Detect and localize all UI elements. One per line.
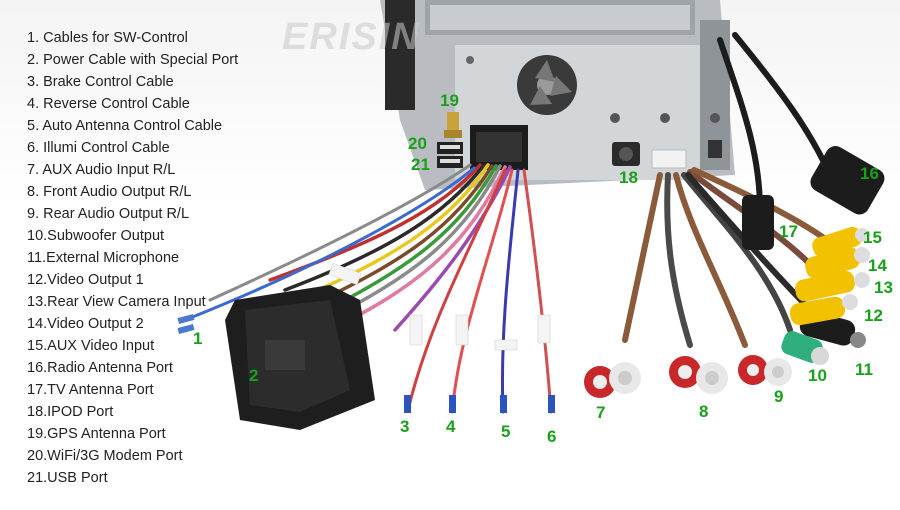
head-unit-chassis bbox=[380, 0, 735, 190]
legend-item: 2. Power Cable with Special Port bbox=[27, 52, 239, 68]
legend-item: 17.TV Antenna Port bbox=[27, 382, 154, 398]
legend-item: 6. Illumi Control Cable bbox=[27, 140, 170, 156]
callout-4: 4 bbox=[446, 417, 456, 436]
radio-antenna-plug bbox=[810, 146, 885, 215]
usb-ports bbox=[437, 142, 463, 168]
control-wires bbox=[406, 168, 553, 414]
cooling-fan bbox=[517, 55, 577, 115]
tv-antenna-plug bbox=[742, 195, 774, 250]
callout-6: 6 bbox=[547, 427, 557, 446]
legend-item: 12.Video Output 1 bbox=[27, 272, 144, 288]
power-connector-block bbox=[225, 285, 375, 430]
main-connector bbox=[470, 125, 528, 170]
wire-tips bbox=[177, 314, 555, 413]
callout-5: 5 bbox=[501, 422, 511, 441]
legend-item: 21.USB Port bbox=[27, 470, 108, 486]
legend-item: 1. Cables for SW-Control bbox=[27, 30, 188, 46]
callout-18: 18 bbox=[619, 168, 638, 187]
callout-8: 8 bbox=[699, 402, 709, 421]
callout-9: 9 bbox=[774, 387, 784, 406]
legend-item: 4. Reverse Control Cable bbox=[27, 96, 190, 112]
ipod-port bbox=[612, 142, 640, 166]
legend-item: 3. Brake Control Cable bbox=[27, 74, 174, 90]
legend-list: 1. Cables for SW-Control 2. Power Cable … bbox=[27, 27, 238, 489]
rca-aux-in bbox=[584, 362, 641, 398]
legend-item: 15.AUX Video Input bbox=[27, 338, 155, 354]
rca-video bbox=[789, 226, 870, 326]
rca-rear-out bbox=[738, 355, 792, 386]
callout-21: 21 bbox=[411, 155, 430, 174]
legend-item: 14.Video Output 2 bbox=[27, 316, 144, 332]
wire-labels bbox=[328, 262, 551, 351]
legend-item: 8. Front Audio Output R/L bbox=[27, 184, 192, 200]
callout-19: 19 bbox=[440, 91, 459, 110]
callout-14: 14 bbox=[868, 256, 887, 275]
callout-13: 13 bbox=[874, 278, 893, 297]
gps-connector bbox=[444, 112, 462, 138]
callout-11: 11 bbox=[855, 360, 873, 379]
callout-20: 20 bbox=[408, 134, 427, 153]
callout-10: 10 bbox=[808, 366, 827, 385]
rca-front-out bbox=[669, 356, 728, 394]
legend-item: 18.IPOD Port bbox=[27, 404, 114, 420]
wire-bundle bbox=[188, 163, 512, 332]
legend-item: 9. Rear Audio Output R/L bbox=[27, 206, 190, 222]
callout-7: 7 bbox=[596, 403, 606, 422]
legend-item: 11.External Microphone bbox=[27, 250, 180, 266]
legend-item: 7. AUX Audio Input R/L bbox=[27, 162, 176, 178]
legend-item: 5. Auto Antenna Control Cable bbox=[27, 118, 223, 134]
legend-item: 16.Radio Antenna Port bbox=[27, 360, 173, 376]
rca-subwoofer bbox=[781, 331, 829, 365]
legend-item: 20.WiFi/3G Modem Port bbox=[27, 448, 183, 464]
brand-watermark: ERISIN bbox=[282, 16, 421, 58]
legend-item: 13.Rear View Camera Input bbox=[27, 294, 206, 310]
callout-2: 2 bbox=[249, 366, 259, 385]
legend-item: 19.GPS Antenna Port bbox=[27, 426, 166, 442]
callout-16: 16 bbox=[860, 164, 879, 183]
callout-3: 3 bbox=[400, 417, 410, 436]
callout-15: 15 bbox=[863, 228, 882, 247]
legend-item: 10.Subwoofer Output bbox=[27, 228, 165, 244]
callout-1: 1 bbox=[193, 329, 203, 348]
callout-12: 12 bbox=[864, 306, 883, 325]
callout-17: 17 bbox=[779, 222, 798, 241]
